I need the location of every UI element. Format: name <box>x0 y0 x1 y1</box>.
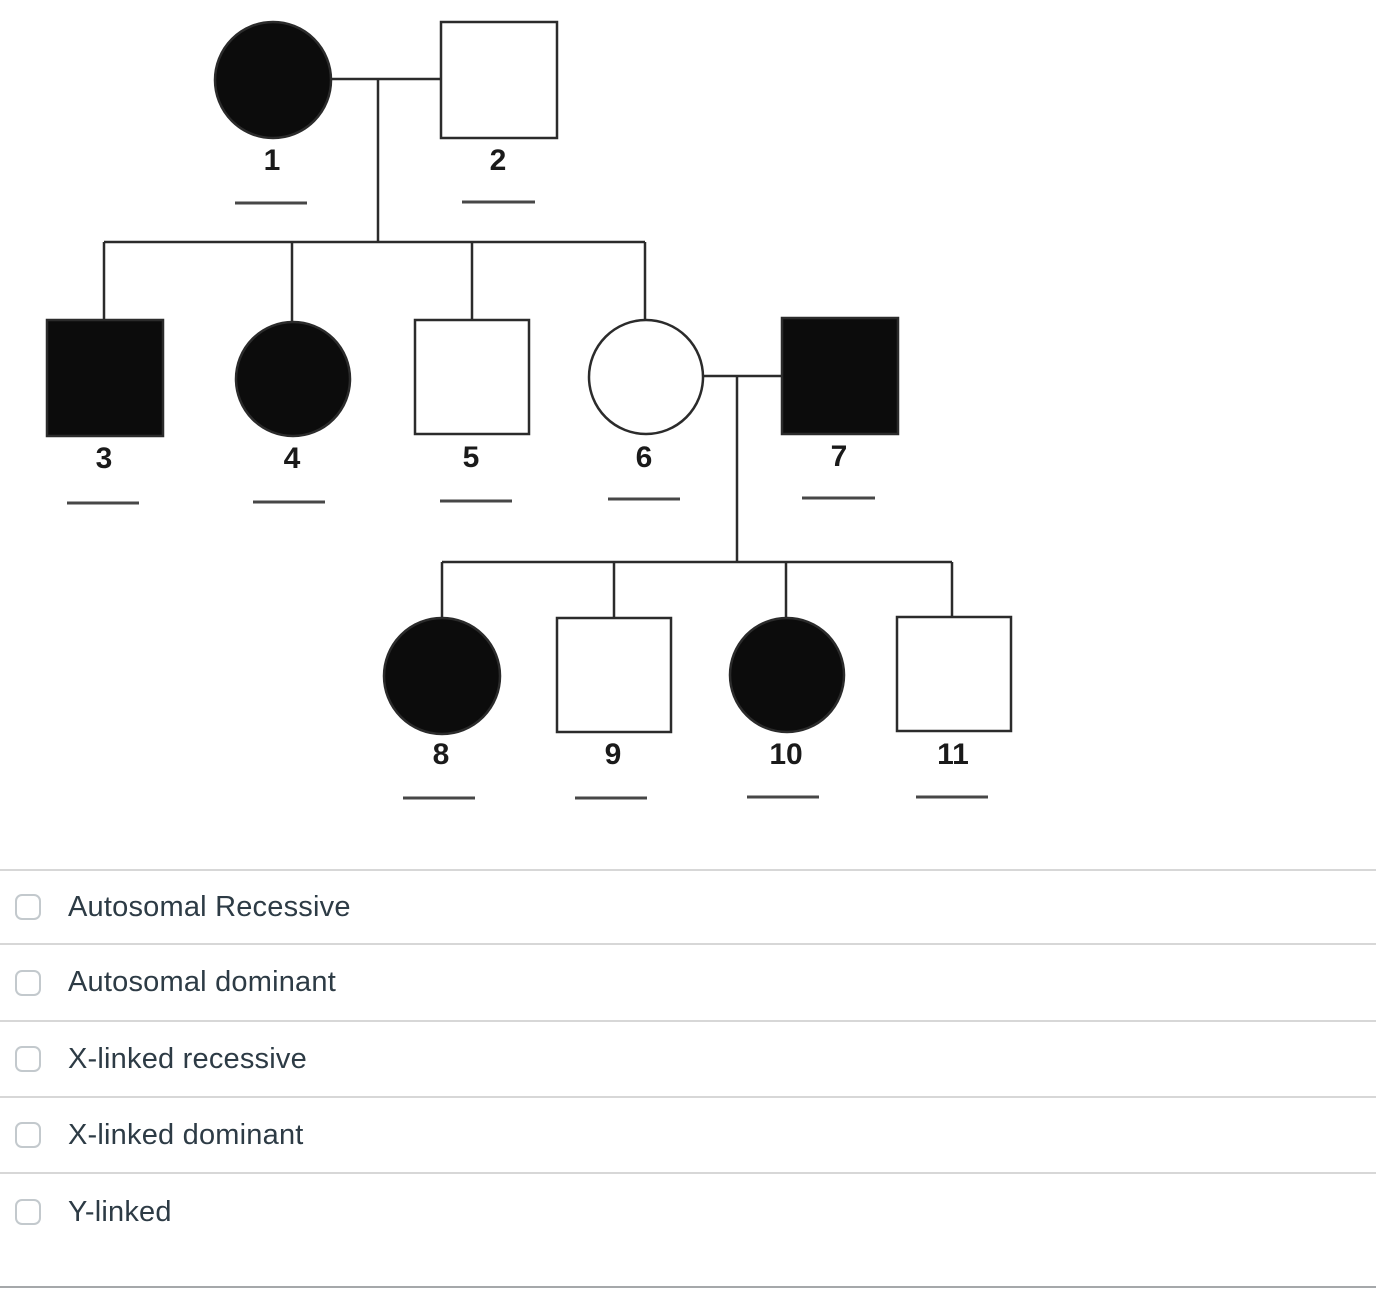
individual-6-unaffected-female-circle <box>587 318 705 436</box>
individual-9-unaffected-male-square <box>555 616 673 734</box>
individual-1-affected-female-circle <box>213 20 333 140</box>
checkbox-icon[interactable] <box>15 969 41 996</box>
individual-4-affected-female-circle <box>234 320 352 438</box>
individual-number: 9 <box>605 738 622 771</box>
individual-8-affected-female-circle <box>382 616 502 736</box>
individual-3-affected-male-square <box>45 318 165 438</box>
answer-option-label: Autosomal Recessive <box>68 890 351 923</box>
answer-option-label: X-linked dominant <box>68 1118 304 1151</box>
individual-2-unaffected-male-square <box>439 20 559 140</box>
answer-option-label: Autosomal dominant <box>68 966 336 998</box>
answer-option[interactable]: X-linked dominant <box>0 1098 1376 1172</box>
individual-number: 8 <box>433 738 450 771</box>
individual-number: 2 <box>490 144 507 177</box>
pedigree-image: 1 2 3 4 5 6 7 8 9 10 11 <box>45 20 1013 800</box>
individual-10-affected-female-circle <box>728 616 846 734</box>
checkbox-icon[interactable] <box>15 894 41 920</box>
individual-5-unaffected-male-square <box>413 318 531 436</box>
individual-number: 5 <box>463 441 480 474</box>
answer-option-label: X-linked recessive <box>68 1042 307 1075</box>
individual-number: 4 <box>284 442 301 475</box>
answer-option[interactable]: X-linked recessive <box>0 1022 1376 1096</box>
row-divider <box>0 1172 1376 1174</box>
individual-number: 3 <box>96 442 113 475</box>
row-divider <box>0 943 1376 945</box>
answer-option[interactable]: Y-linked <box>0 1174 1376 1250</box>
individual-number: 7 <box>831 440 848 473</box>
row-divider <box>0 1020 1376 1022</box>
individual-7-affected-male-square <box>780 316 900 436</box>
row-divider <box>0 869 1376 871</box>
answer-option[interactable]: Autosomal dominant <box>0 945 1376 1020</box>
individual-number: 6 <box>636 441 653 474</box>
pedigree-chart: 1 2 3 4 5 6 7 8 9 10 11 <box>45 20 1013 800</box>
individual-number: 11 <box>937 738 969 771</box>
checkbox-icon[interactable] <box>15 1122 41 1148</box>
checkbox-icon[interactable] <box>15 1046 41 1072</box>
section-bottom-border <box>0 1286 1376 1288</box>
individual-number: 10 <box>769 738 802 771</box>
checkbox-icon[interactable] <box>15 1199 41 1225</box>
individual-number: 1 <box>264 144 281 177</box>
answer-option[interactable]: Autosomal Recessive <box>0 871 1376 943</box>
row-divider <box>0 1096 1376 1098</box>
answer-option-label: Y-linked <box>68 1195 172 1228</box>
individual-11-unaffected-male-square <box>895 615 1013 733</box>
